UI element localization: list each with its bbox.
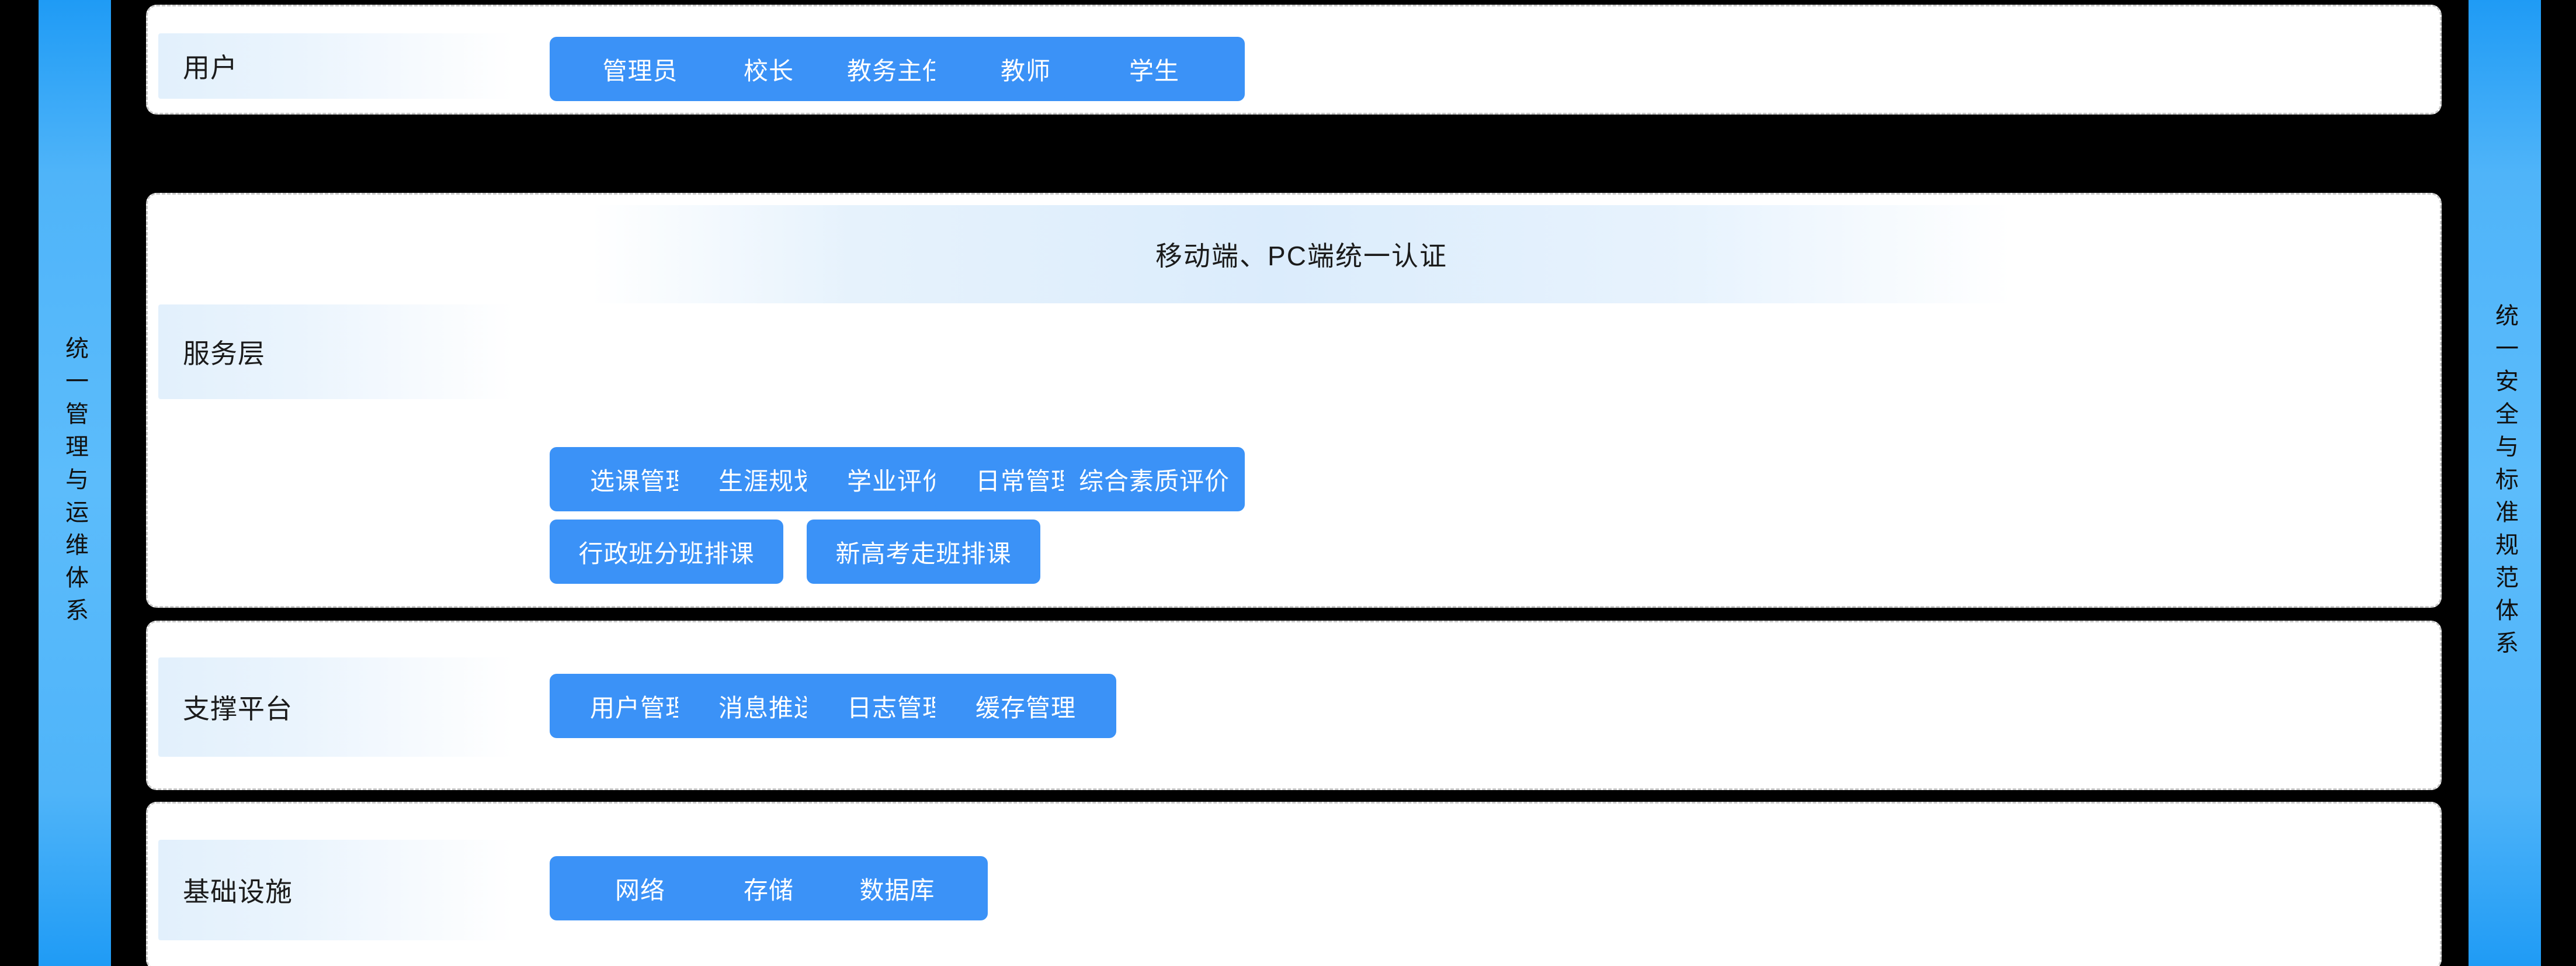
unified-auth-banner: 移动端、PC端统一认证: [592, 205, 2011, 303]
layer-label-support-text: 支撑平台: [183, 694, 293, 724]
node-admin-class-scheduling[interactable]: 行政班分班排课: [550, 520, 783, 584]
node-gaokao-elective-scheduling[interactable]: 新高考走班排课: [807, 520, 1040, 584]
node-comprehensive-quality-evaluation[interactable]: 综合素质评价: [1064, 447, 1245, 511]
node-student[interactable]: 学生: [1064, 37, 1245, 101]
layer-label-support: 支撑平台: [158, 657, 513, 757]
layer-label-service: 服务层: [158, 304, 513, 399]
node-cache-management[interactable]: 缓存管理: [935, 674, 1116, 738]
layer-label-service-text: 服务层: [183, 338, 265, 369]
left-rail-label: 统一管理与运维体系: [62, 335, 88, 631]
layer-stack: 用户 管理员 校长 教务主任 教师 学生 移动端、PC端统一认证 服务层 选课管…: [146, 0, 2442, 966]
right-rail-label: 统一安全与标准规范体系: [2492, 303, 2518, 663]
layer-label-infrastructure: 基础设施: [158, 840, 513, 940]
node-database[interactable]: 数据库: [807, 856, 988, 920]
layer-label-infrastructure-text: 基础设施: [183, 877, 293, 907]
layer-label-users: 用户: [158, 33, 513, 99]
right-vertical-rail: 统一安全与标准规范体系: [2469, 0, 2541, 966]
layer-card-infrastructure: 基础设施 网络 存储 数据库: [146, 802, 2442, 966]
layer-card-service: 移动端、PC端统一认证 服务层 选课管理 生涯规划 学业评价 日常管理 综合素质…: [146, 193, 2442, 608]
layer-card-users: 用户 管理员 校长 教务主任 教师 学生: [146, 5, 2442, 115]
unified-auth-banner-text: 移动端、PC端统一认证: [1155, 241, 1447, 271]
left-vertical-rail: 统一管理与运维体系: [39, 0, 111, 966]
layer-card-support: 支撑平台 用户管理 消息推送 日志管理 缓存管理: [146, 621, 2442, 790]
layer-label-users-text: 用户: [183, 53, 238, 83]
